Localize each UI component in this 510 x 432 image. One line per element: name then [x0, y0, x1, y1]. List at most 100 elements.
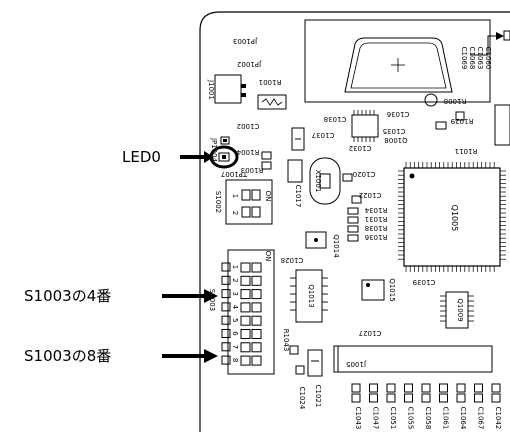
- label-jp1003: JP1003: [233, 37, 258, 45]
- c1051-pad-2: [386, 393, 396, 403]
- j1005-header: [333, 345, 493, 373]
- s1003-slot-8: [240, 355, 251, 366]
- c1067-pad-2: [474, 393, 483, 403]
- s1002-number-1: 1: [231, 194, 239, 198]
- label-c1002: C1002: [237, 122, 260, 130]
- label-c1061: C1061: [442, 407, 450, 430]
- q1009-ic: [445, 291, 469, 329]
- label-c1037: C1037: [312, 131, 335, 139]
- s1003-pad-4: [221, 302, 231, 312]
- s1003-pad-3: [221, 289, 231, 299]
- label-c1027: C1027: [359, 329, 382, 337]
- label-c1036: C1036: [386, 110, 409, 118]
- c1042-pad: [491, 383, 501, 393]
- r1001-resistor: [257, 94, 287, 110]
- s1003-number-3: 3: [231, 291, 239, 295]
- label-c1064: C1064: [459, 407, 467, 430]
- s1003-slot-right-1: [251, 262, 262, 273]
- c1047-pad-2: [369, 393, 378, 403]
- label-j1005: J1005: [346, 360, 367, 368]
- led0: [218, 152, 230, 162]
- label-r1001: R1001: [259, 78, 282, 86]
- label-r1031: R1031: [365, 215, 388, 223]
- c1043-pad-2: [351, 393, 361, 403]
- j1004-shell: [344, 37, 453, 93]
- label-c1024: C1024: [298, 387, 306, 410]
- label-s1002: S1002: [214, 191, 222, 213]
- label-s1002-on: ON: [264, 191, 272, 202]
- label-r1011: R1011: [455, 147, 478, 155]
- c1055-pad: [404, 383, 413, 393]
- q1008-ic: [351, 114, 379, 138]
- label-r1034: R1034: [364, 206, 387, 214]
- j1001-connector: [214, 74, 242, 104]
- label-c1058: C1058: [424, 407, 432, 430]
- label-s1003: S1003: [208, 289, 216, 311]
- q1013-ic: [295, 269, 323, 323]
- s1003-pad-8: [221, 355, 231, 365]
- c1061-pad-2: [439, 393, 448, 403]
- label-c1038: C1038: [324, 115, 347, 123]
- label-x1001: X1001: [314, 170, 322, 193]
- s1003-slot-right-2: [251, 275, 262, 286]
- callout-s1003-8: S1003の8番: [24, 347, 112, 365]
- label-r1004: R1004: [236, 148, 259, 156]
- j1004-connector: [304, 19, 491, 103]
- s1003-number-1: 1: [231, 265, 239, 269]
- s1003-slot-4: [240, 302, 251, 313]
- label-r1036: R1036: [364, 233, 387, 241]
- label-c1020: C1020: [353, 170, 376, 178]
- label-r1003: R1003: [241, 166, 264, 174]
- label-c1032: C1032: [349, 144, 372, 152]
- label-c1051: C1051: [389, 407, 397, 430]
- label-r1008: R1008: [444, 97, 467, 105]
- label-c1035: C1035: [383, 127, 406, 135]
- label-r1029: R1029: [451, 117, 474, 125]
- j1004-shell-inner: [350, 42, 447, 89]
- label-c1028: C1028: [281, 256, 304, 264]
- label-c1022: C1022: [359, 191, 382, 199]
- c1067-pad: [474, 383, 483, 393]
- c1047-pad: [369, 383, 378, 393]
- s1003-number-4: 4: [231, 305, 239, 310]
- label-q1013: Q1013: [307, 284, 315, 307]
- s1003-number-8: 8: [231, 358, 239, 362]
- label-q1014: Q1014: [332, 234, 340, 258]
- c1042-pad-2: [491, 393, 501, 403]
- c1064-pad-2: [456, 393, 466, 403]
- c1043-pad: [351, 383, 361, 393]
- label-tp1007: TP1007: [221, 170, 248, 178]
- x1001-crystal: [309, 157, 341, 205]
- label-jp1002: JP1002: [237, 60, 262, 68]
- c1055-pad-2: [404, 393, 413, 403]
- label-j1001: J1001: [207, 79, 215, 100]
- s1003-slot-right-4: [251, 302, 262, 313]
- s1003-slot-right-8: [251, 355, 262, 366]
- label-c1060: C1060: [484, 47, 492, 70]
- label-q1005: Q1005: [450, 205, 459, 232]
- board-outline: [199, 11, 510, 432]
- s1002-switch: [225, 179, 273, 225]
- mount-hole: [424, 93, 438, 107]
- label-c1069: C1069: [460, 47, 468, 70]
- label-c1017: C1017: [294, 185, 302, 208]
- label-jp1004: JP1004: [210, 137, 218, 163]
- label-c1067: C1067: [477, 407, 485, 430]
- s1003-number-5: 5: [231, 318, 239, 322]
- s1003-number-2: 2: [231, 278, 239, 282]
- c1058-pad-2: [421, 393, 431, 403]
- label-c1055: C1055: [407, 407, 415, 430]
- s1003-pad-1: [221, 262, 231, 272]
- callout-s1003-4: S1003の4番: [24, 287, 112, 305]
- s1003-slot-right-5: [251, 315, 262, 326]
- s1003-slot-6: [240, 329, 251, 339]
- label-r1038: R1038: [365, 224, 388, 232]
- label-c1047: C1047: [372, 407, 380, 430]
- callout-led0: LED0: [122, 148, 161, 166]
- label-q1015: Q1015: [388, 278, 396, 301]
- label-r1043: R1043: [282, 329, 290, 352]
- label-c1043: C1043: [354, 407, 362, 430]
- label-c1068: C1068: [468, 47, 476, 70]
- s1003-slot-right-7: [251, 342, 262, 353]
